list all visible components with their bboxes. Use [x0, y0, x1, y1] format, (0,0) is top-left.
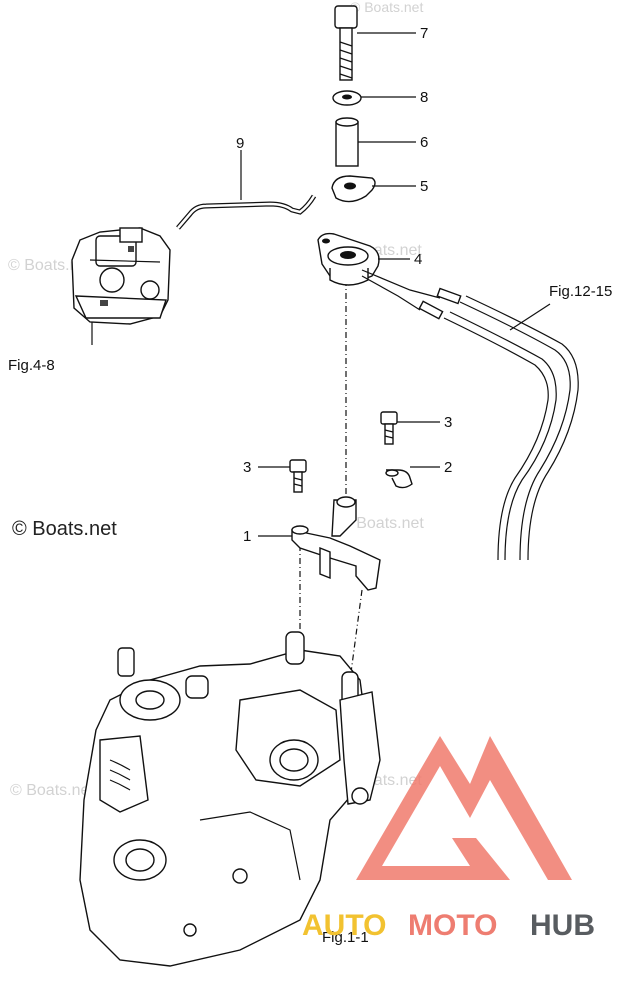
figure-ref-cables: Fig.12-15 [549, 283, 612, 300]
figure-ref-carburetor: Fig.4-8 [8, 357, 55, 374]
clip-part-2 [385, 469, 413, 489]
collar-part-6 [335, 117, 359, 167]
logo-triangle-mark [356, 736, 572, 880]
bolt-part-3-left [289, 459, 307, 493]
figure-ref-block: Fig.1-1 [322, 929, 369, 946]
carburetor-assembly [71, 227, 171, 325]
bolt-part-3-upper [380, 411, 398, 445]
faint-watermark-left: © Boats.net [8, 257, 92, 274]
logo-text-moto: MOTO [408, 909, 497, 942]
bracket-axis-line [349, 589, 363, 681]
link-rod-part-9 [176, 194, 317, 230]
engine-block [79, 631, 381, 967]
logo-text-auto: AUTO [302, 909, 386, 942]
callout-9: 9 [236, 135, 244, 152]
callout-8: 8 [420, 89, 428, 106]
leader-lines [91, 32, 551, 537]
cam-part-5 [331, 175, 376, 203]
automotohub-logo: AUTO MOTO HUB [302, 736, 595, 942]
callout-5: 5 [420, 178, 428, 195]
throttle-cables [361, 269, 579, 561]
copyright-watermark: © Boats.net [12, 518, 117, 540]
logo-text-hub: HUB [530, 909, 595, 942]
faint-watermark-corner: © Boats.net [350, 0, 423, 15]
lever-part-4 [317, 232, 380, 286]
callout-3-left: 3 [243, 459, 251, 476]
faint-watermark-bottom-left: © Boats.net [10, 782, 94, 799]
callout-1: 1 [243, 528, 251, 545]
washer-part-8 [332, 90, 362, 106]
callout-4: 4 [414, 251, 422, 268]
faint-watermark-middle: © Boats.net [340, 515, 424, 532]
bolt-part-7 [334, 5, 358, 81]
callout-3-upper: 3 [444, 414, 452, 431]
bracket-part-1 [291, 496, 381, 591]
callout-7: 7 [420, 25, 428, 42]
callout-2: 2 [444, 459, 452, 476]
callout-6: 6 [420, 134, 428, 151]
